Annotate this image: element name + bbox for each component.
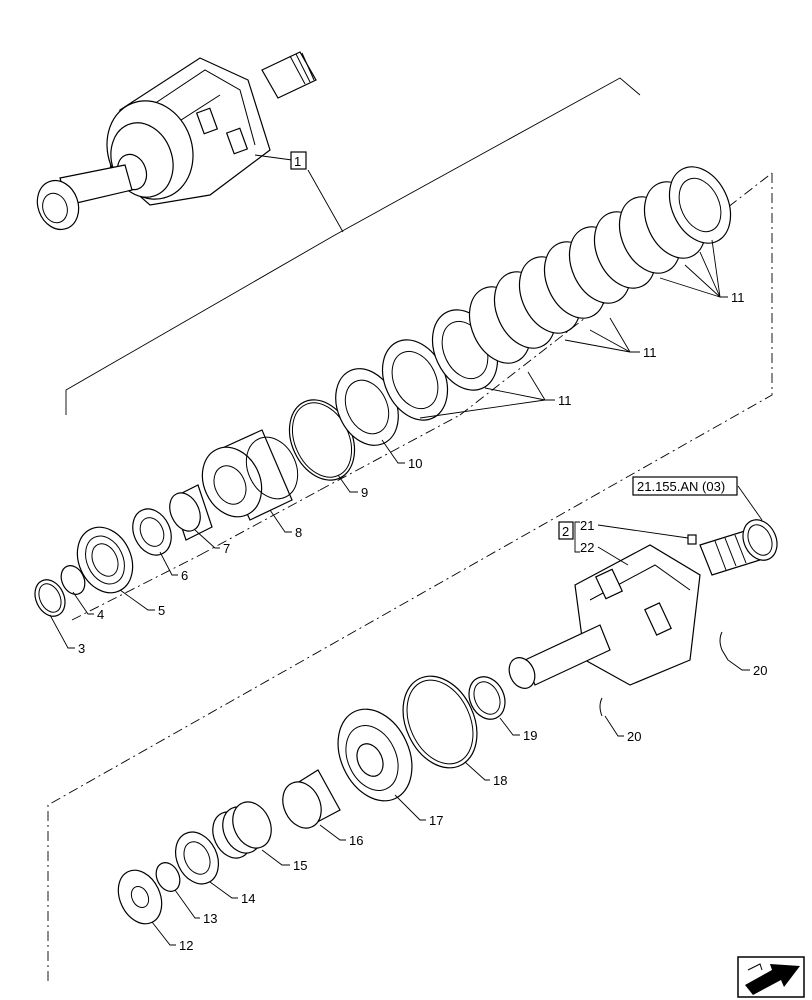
piston-17: [337, 708, 413, 802]
cotter-pin-20a: [719, 631, 729, 661]
callout-9[interactable]: 9: [361, 485, 368, 500]
callout-11c[interactable]: 11: [731, 290, 745, 305]
cotter-pin-20b: [599, 697, 603, 717]
callout-2[interactable]: 2: [562, 524, 569, 539]
lower-shaft-assembly: [508, 529, 761, 689]
callout-20a[interactable]: 20: [753, 663, 767, 678]
center-axis-line: [71, 172, 773, 621]
callout-16[interactable]: 16: [349, 833, 363, 848]
callout-15[interactable]: 15: [293, 858, 307, 873]
callout-21[interactable]: 21: [580, 518, 594, 533]
ring-21-155: [742, 519, 778, 561]
callout-11b[interactable]: 11: [643, 345, 657, 360]
o-ring-18: [402, 675, 478, 769]
callout-4[interactable]: 4: [97, 607, 104, 622]
callout-17[interactable]: 17: [429, 813, 443, 828]
next-page-arrow-icon[interactable]: [737, 956, 805, 998]
callout-12[interactable]: 12: [179, 938, 193, 953]
callout-20b[interactable]: 20: [627, 729, 641, 744]
bearing-cluster: [34, 484, 213, 617]
callout-box-1: [290, 151, 307, 170]
callout-7[interactable]: 7: [223, 541, 230, 556]
dash-frame-right: [47, 173, 773, 983]
reference-box: [632, 476, 738, 496]
snap-ring-13: [155, 862, 181, 892]
callout-2-bracket: [574, 521, 580, 553]
callout-18[interactable]: 18: [493, 773, 507, 788]
item-1-leader: [254, 154, 344, 233]
callout-3[interactable]: 3: [78, 641, 85, 656]
upper-clutch-assembly: [36, 51, 317, 231]
callout-1[interactable]: 1: [294, 154, 301, 169]
callout-10[interactable]: 10: [408, 456, 422, 471]
callout-22[interactable]: 22: [580, 540, 594, 555]
callout-11a[interactable]: 11: [558, 393, 572, 408]
gear-8: [201, 429, 299, 521]
group-bracket-line: [65, 77, 641, 415]
reference-label[interactable]: 21.155.AN (03): [637, 479, 725, 494]
ring-19: [468, 676, 506, 720]
spring-15: [212, 801, 272, 859]
pin-21: [687, 534, 697, 545]
callout-13[interactable]: 13: [203, 911, 217, 926]
leader-lines: [49, 239, 763, 946]
callout-8[interactable]: 8: [295, 525, 302, 540]
callout-19[interactable]: 19: [523, 728, 537, 743]
callout-5[interactable]: 5: [158, 603, 165, 618]
clutch-disc-pack: [381, 166, 732, 421]
callout-box-2: [558, 521, 574, 540]
callout-6[interactable]: 6: [181, 568, 188, 583]
callout-14[interactable]: 14: [241, 891, 255, 906]
